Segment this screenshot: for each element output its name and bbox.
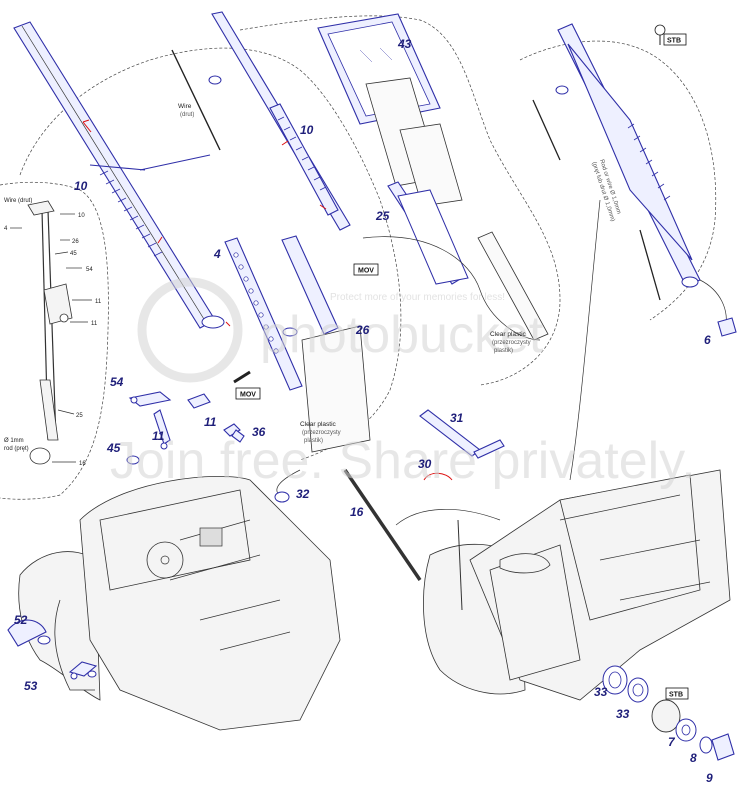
clear-plastic-label-2: Clear plastic — [300, 421, 337, 428]
clear-plastic-label-1-pl: (przezroczysty — [492, 340, 531, 346]
assembly-outline-right — [519, 40, 717, 321]
part-7-hub — [651, 699, 681, 733]
label-30: 30 — [418, 457, 432, 471]
label-33-a: 33 — [594, 685, 608, 699]
label-26: 26 — [355, 323, 370, 337]
wire-rod — [171, 49, 221, 151]
inset-border — [0, 181, 109, 500]
clear-plastic-pane-right — [477, 231, 549, 341]
right-side-panel — [555, 23, 701, 288]
part-10-upper-frame — [208, 11, 351, 231]
svg-text:Protect more of your memories: Protect more of your memories for less! — [330, 292, 505, 303]
part-8-ring — [675, 718, 697, 742]
leader-line-16 — [395, 508, 501, 526]
mov-label-2: MOV — [240, 392, 256, 399]
part-4-frame — [224, 235, 339, 391]
mov-box-1 — [353, 263, 379, 276]
inset-label-11-b: 11 — [91, 321, 98, 327]
part-25-frame — [387, 181, 469, 285]
leader-line-right — [569, 199, 601, 481]
assembly-outline-left — [19, 47, 402, 461]
label-54: 54 — [110, 375, 124, 389]
part-54-link — [128, 391, 172, 407]
svg-text:Join free. Share privately.: Join free. Share privately. — [110, 432, 696, 490]
label-53: 53 — [24, 679, 38, 693]
knob-icon — [654, 24, 666, 36]
right-rod-lower — [639, 229, 661, 301]
label-10-left: 10 — [74, 179, 88, 193]
label-32: 32 — [296, 487, 310, 501]
label-43: 43 — [397, 37, 412, 51]
label-9: 9 — [706, 771, 713, 785]
inset-label-45: 45 — [70, 251, 77, 257]
label-6: 6 — [704, 333, 711, 347]
inset-rod-label: Ø 1mm — [4, 438, 24, 444]
rod-note: Rod or wire Ø 1,0mm (pręt lub drut Ø 1,0… — [590, 159, 621, 223]
label-8: 8 — [690, 751, 697, 765]
inset-label-10: 10 — [78, 213, 85, 219]
leader-line-1 — [362, 236, 541, 341]
clear-plastic-label-1-pl2: plastik) — [494, 348, 513, 354]
part-10-long-frame — [13, 21, 231, 329]
label-7: 7 — [668, 735, 676, 749]
clear-plastic-pane-upper-2 — [399, 123, 463, 207]
inset-wire-label: Wire (drut) — [4, 198, 32, 204]
left-vehicle-body — [18, 476, 341, 731]
rod-16 — [343, 469, 422, 581]
stb-label-2: STB — [669, 692, 683, 699]
inset-label-16: 16 — [79, 461, 86, 467]
inset-label-4: 4 — [4, 226, 8, 232]
part-52-bracket — [7, 619, 51, 647]
clear-plastic-label-2-pl2: plastik) — [304, 438, 323, 444]
inset-label-11-a: 11 — [95, 299, 102, 305]
part-10-teeth — [99, 170, 163, 257]
rod-mov — [233, 370, 251, 384]
label-52: 52 — [14, 613, 28, 627]
inset-label-26: 26 — [72, 239, 79, 245]
svg-text:photobucket: photobucket — [260, 306, 544, 364]
part-9-crank — [699, 733, 735, 761]
inset-detail — [10, 200, 92, 465]
stb-box-2 — [665, 687, 689, 700]
label-16: 16 — [350, 505, 364, 519]
part-45-washer — [126, 455, 140, 465]
clear-plastic-label-1: Clear plastic — [490, 331, 527, 338]
label-11-b: 11 — [152, 429, 165, 443]
part-33-ring-2 — [627, 677, 649, 703]
part-36-wing-nut — [223, 423, 245, 443]
label-10-upper: 10 — [300, 123, 314, 137]
mov-box-2 — [235, 387, 261, 400]
mov-label-1: MOV — [358, 268, 374, 275]
label-33-b: 33 — [616, 707, 630, 721]
stb-box-1 — [663, 33, 687, 46]
label-4: 4 — [213, 247, 221, 261]
label-36: 36 — [252, 425, 266, 439]
clear-plastic-label-2-pl: (przezroczysty — [302, 430, 341, 436]
wire-label-pl: (drut) — [180, 112, 194, 118]
wire-label: Wire — [178, 103, 192, 110]
part-53-bracket — [68, 661, 98, 680]
part-33-ring — [602, 665, 628, 695]
part-6-block — [717, 317, 737, 337]
label-25: 25 — [375, 209, 390, 223]
right-rod — [532, 99, 561, 161]
part-26-glass — [301, 325, 371, 453]
steering-wheel-icon — [146, 541, 184, 579]
label-45: 45 — [106, 441, 121, 455]
label-31: 31 — [450, 411, 464, 425]
part-11-links — [153, 393, 211, 450]
part-32-washer — [274, 491, 290, 503]
inset-rod-label-pl: rod (pręt) — [4, 446, 29, 452]
part-30-piece — [423, 439, 505, 481]
inset-label-54: 54 — [86, 267, 93, 273]
label-11-a: 11 — [204, 415, 217, 429]
right-vehicle-body — [423, 469, 731, 701]
watermark: photobucket Join free. Share privately. … — [110, 277, 696, 490]
stb-label-1: STB — [667, 38, 681, 45]
inset-label-25: 25 — [76, 413, 83, 419]
